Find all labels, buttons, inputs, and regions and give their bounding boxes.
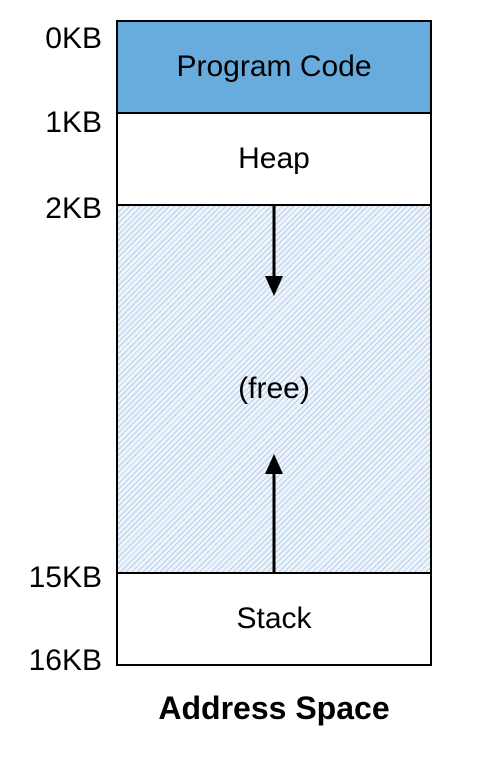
address-label-0kb: 0KB (45, 22, 102, 55)
heap-label: Heap (238, 142, 310, 175)
address-label-15kb: 15KB (28, 561, 102, 594)
program-code-segment: Program Code (116, 20, 432, 114)
address-space-caption: Address Space (158, 690, 390, 726)
program-code-label: Program Code (176, 50, 372, 83)
stack-label: Stack (236, 602, 312, 635)
address-label-16kb: 16KB (28, 644, 102, 677)
free-segment: (free) (116, 204, 432, 574)
heap-segment: Heap (116, 112, 432, 206)
address-label-1kb: 1KB (45, 106, 102, 139)
address-label-2kb: 2KB (45, 192, 102, 225)
stack-segment: Stack (116, 572, 432, 666)
free-label: (free) (238, 372, 310, 405)
